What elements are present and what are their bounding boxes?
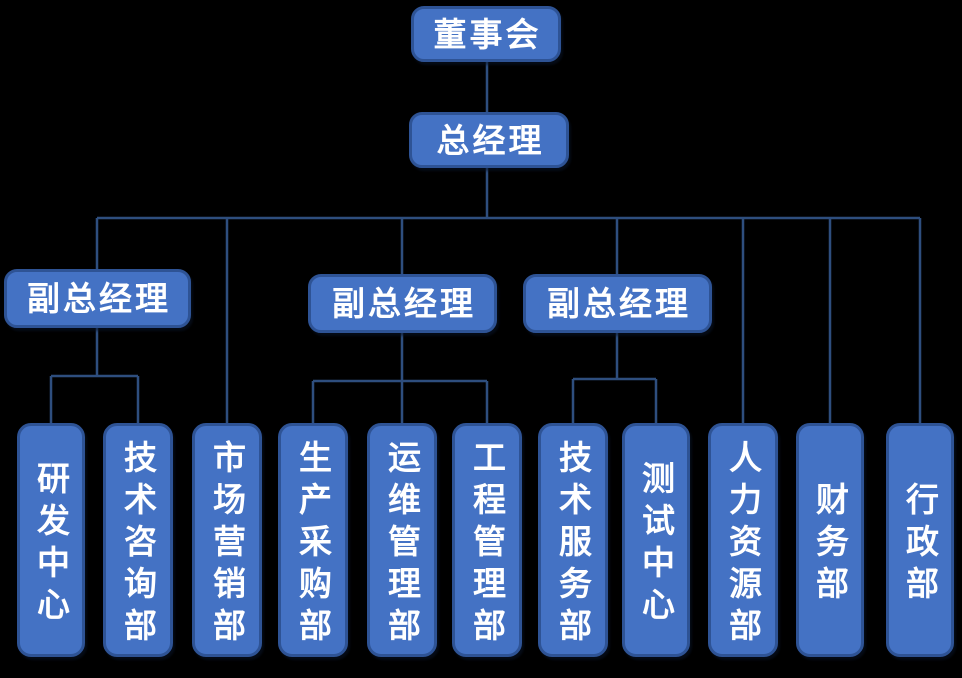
node-general-manager-label: 总经理 [436, 121, 545, 159]
node-board: 董事会 [411, 6, 561, 62]
node-admin: 行政部 [886, 423, 954, 657]
node-engineering-management-label: 工程管理部 [468, 439, 506, 650]
node-engineering-management: 工程管理部 [452, 423, 522, 657]
node-vp2-label: 副总经理 [332, 285, 476, 322]
node-production-procurement: 生产采购部 [278, 423, 348, 657]
node-vp3-label: 副总经理 [547, 285, 691, 322]
node-vp1: 副总经理 [4, 269, 191, 328]
node-finance: 财务部 [796, 423, 864, 657]
node-general-manager: 总经理 [409, 112, 569, 168]
node-vp3: 副总经理 [523, 274, 712, 333]
node-tech-consulting: 技术咨询部 [103, 423, 173, 657]
node-hr: 人力资源部 [708, 423, 778, 657]
node-production-procurement-label: 生产采购部 [294, 439, 332, 650]
node-testing-center: 测试中心 [622, 423, 690, 657]
node-vp1-label: 副总经理 [27, 280, 171, 317]
node-tech-service: 技术服务部 [538, 423, 608, 657]
node-board-label: 董事会 [433, 15, 542, 53]
node-vp2: 副总经理 [308, 274, 497, 333]
node-tech-consulting-label: 技术咨询部 [119, 439, 157, 650]
node-rd-center: 研发中心 [17, 423, 85, 657]
node-marketing-label: 市场营销部 [208, 439, 246, 650]
node-ops-management-label: 运维管理部 [383, 439, 421, 650]
node-admin-label: 行政部 [901, 481, 939, 608]
node-hr-label: 人力资源部 [724, 439, 762, 650]
node-rd-center-label: 研发中心 [32, 460, 70, 629]
node-marketing: 市场营销部 [192, 423, 262, 657]
node-testing-center-label: 测试中心 [637, 460, 675, 629]
node-tech-service-label: 技术服务部 [554, 439, 592, 650]
node-ops-management: 运维管理部 [367, 423, 437, 657]
node-finance-label: 财务部 [811, 481, 849, 608]
